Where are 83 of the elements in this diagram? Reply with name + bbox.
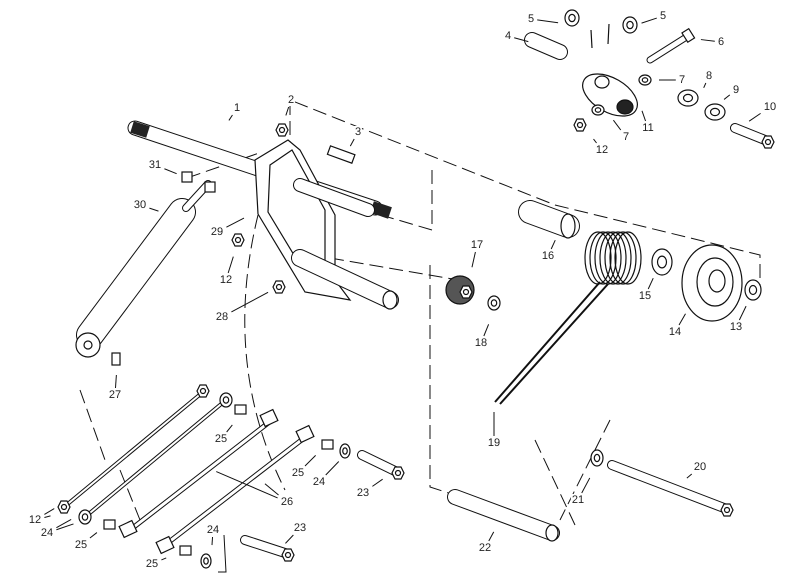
leader-line bbox=[212, 536, 214, 546]
callout-number: 24 bbox=[312, 476, 326, 488]
callout-number: 15 bbox=[638, 290, 652, 302]
callout-number: 25 bbox=[74, 539, 88, 551]
callout-number: 23 bbox=[356, 487, 370, 499]
callout-number: 21 bbox=[570, 494, 586, 506]
leader-line bbox=[228, 256, 234, 274]
callout-number: 10 bbox=[762, 101, 778, 113]
callout-number: 30 bbox=[132, 199, 148, 211]
leader-line bbox=[612, 120, 622, 130]
leader-line bbox=[488, 531, 494, 542]
callout-number: 29 bbox=[210, 226, 224, 238]
leader-line bbox=[536, 19, 559, 24]
callout-number: 12 bbox=[28, 514, 42, 526]
callout-number: 6 bbox=[716, 36, 726, 48]
leader-line bbox=[738, 306, 747, 320]
callout-number: 23 bbox=[292, 522, 308, 534]
callout-number: 1 bbox=[232, 102, 242, 114]
callout-number: 25 bbox=[290, 467, 306, 479]
callout-number: 5 bbox=[526, 13, 536, 25]
leader-line bbox=[550, 240, 556, 250]
callout-number: 25 bbox=[144, 558, 160, 570]
leader-line bbox=[160, 557, 167, 560]
leader-line bbox=[44, 508, 55, 515]
leader-line bbox=[703, 82, 706, 88]
leader-line bbox=[226, 424, 233, 432]
callout-number: 27 bbox=[108, 389, 122, 401]
callout-number: 3 bbox=[354, 126, 362, 138]
leader-line bbox=[648, 278, 654, 290]
callout-number: 31 bbox=[148, 159, 162, 171]
leader-line bbox=[514, 37, 529, 42]
callout-number: 9 bbox=[732, 84, 740, 96]
leader-line bbox=[226, 218, 244, 228]
callout-number: 28 bbox=[214, 311, 230, 323]
leader-line bbox=[372, 478, 384, 487]
callout-number: 11 bbox=[641, 122, 655, 134]
leader-line bbox=[228, 114, 233, 121]
leader-line bbox=[724, 94, 730, 100]
leader-line bbox=[114, 374, 117, 388]
leader-line bbox=[284, 534, 294, 544]
callout-number: 24 bbox=[40, 527, 54, 539]
callout-number: 7 bbox=[678, 74, 686, 86]
leader-line bbox=[216, 471, 278, 498]
leader-line bbox=[264, 483, 280, 496]
leader-line bbox=[642, 110, 646, 122]
callout-number: 7 bbox=[622, 131, 630, 143]
leader-line bbox=[230, 292, 269, 312]
callout-number: 8 bbox=[704, 70, 714, 82]
leader-line bbox=[593, 138, 598, 144]
leader-line bbox=[700, 39, 716, 42]
callout-number: 4 bbox=[504, 30, 512, 42]
leader-line bbox=[285, 106, 290, 116]
leader-line bbox=[483, 324, 490, 336]
callout-number: 26 bbox=[280, 496, 294, 508]
leader-line bbox=[350, 138, 355, 147]
leader-line bbox=[304, 454, 316, 466]
leader-line bbox=[471, 252, 476, 268]
callout-number: 12 bbox=[218, 274, 234, 286]
callout-number: 12 bbox=[594, 144, 610, 156]
leader-line bbox=[678, 313, 686, 326]
leader-line bbox=[44, 515, 51, 518]
leader-line bbox=[325, 460, 340, 476]
callout-number: 13 bbox=[728, 321, 744, 333]
callout-number: 20 bbox=[692, 461, 708, 473]
leader-line bbox=[56, 518, 72, 528]
callout-number: 22 bbox=[478, 542, 492, 554]
callout-number: 5 bbox=[658, 10, 668, 22]
leader-line bbox=[748, 112, 762, 122]
leader-line bbox=[641, 18, 658, 24]
callout-number: 16 bbox=[540, 250, 556, 262]
leader-line bbox=[581, 477, 590, 494]
callout-number: 2 bbox=[286, 94, 296, 106]
leader-line bbox=[686, 474, 692, 479]
callout-number: 19 bbox=[486, 437, 502, 449]
callout-number: 17 bbox=[470, 239, 484, 251]
callout-number: 18 bbox=[474, 337, 488, 349]
callout-number: 24 bbox=[206, 524, 220, 536]
leader-line bbox=[148, 208, 159, 212]
leader-line bbox=[89, 532, 98, 538]
callout-number: 14 bbox=[668, 326, 682, 338]
callout-number: 25 bbox=[214, 433, 228, 445]
leader-line bbox=[164, 168, 178, 174]
leader-line bbox=[56, 523, 74, 530]
